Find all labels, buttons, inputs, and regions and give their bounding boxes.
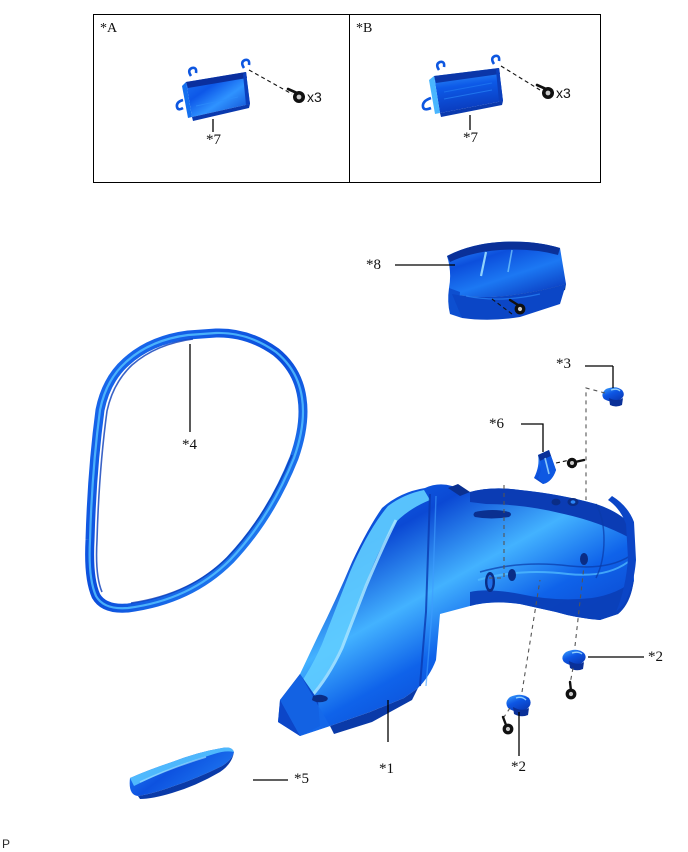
part-6-bracket [534,450,556,484]
part-2-bottom-clip [506,694,531,717]
hole-upper-mid [508,569,516,581]
detail-b-screw-dashed-leader [500,65,541,91]
callout-label-4: *4 [182,437,197,453]
part-2-bottom-screw-icon [501,715,514,735]
callout-qty-a: x3 [307,89,322,105]
part-8-garnish [447,241,566,320]
detail-panel-a-tag: *A [100,21,118,36]
detail-a-screw-icon [286,87,305,103]
part-3-leader [585,365,614,388]
hole-center-top [551,498,561,506]
callout-label-7-a: *7 [206,132,221,148]
part-6-leader [521,423,544,452]
detail-a-part-7 [175,58,251,121]
part-6-mount-dashed-path [487,485,505,579]
callout-label-6: *6 [489,416,504,432]
part-2-bottom-dashed-path [501,579,541,721]
detail-b-part-7 [421,54,503,117]
part-1-trim-panel [278,484,636,736]
part-2-right-clip [562,649,586,671]
callout-qty-b: x3 [556,85,571,101]
part-2-right-screw-icon [565,680,577,700]
part-2-right-dashed-path [569,565,585,685]
part-6-screw-icon [566,457,586,469]
part-3-clip [602,387,624,407]
callout-label-1: *1 [379,761,394,777]
part-3-mount-dashed-path [585,387,606,500]
corner-mark-glyph: P [2,837,11,851]
callout-label-2-bottom: *2 [511,759,526,775]
detail-panel-b [349,14,601,183]
detail-b-screw-icon [535,83,554,99]
callout-label-8: *8 [366,257,381,273]
hole-upper-right [567,498,579,506]
hole-right-mid [580,553,588,565]
callout-label-5: *5 [294,771,309,787]
callout-label-2-right: *2 [648,649,663,665]
callout-label-3: *3 [556,356,571,372]
part-8-screw-icon [508,298,526,315]
callout-label-7-b: *7 [463,130,478,146]
detail-a-screw-dashed-leader [248,69,293,95]
detail-panel-b-tag: *B [356,21,373,36]
part-6-screw-dashed-leader [555,459,571,464]
part-4-weatherstrip [85,328,308,613]
part-5-strip [129,747,234,799]
hole-mid-left [485,572,495,592]
